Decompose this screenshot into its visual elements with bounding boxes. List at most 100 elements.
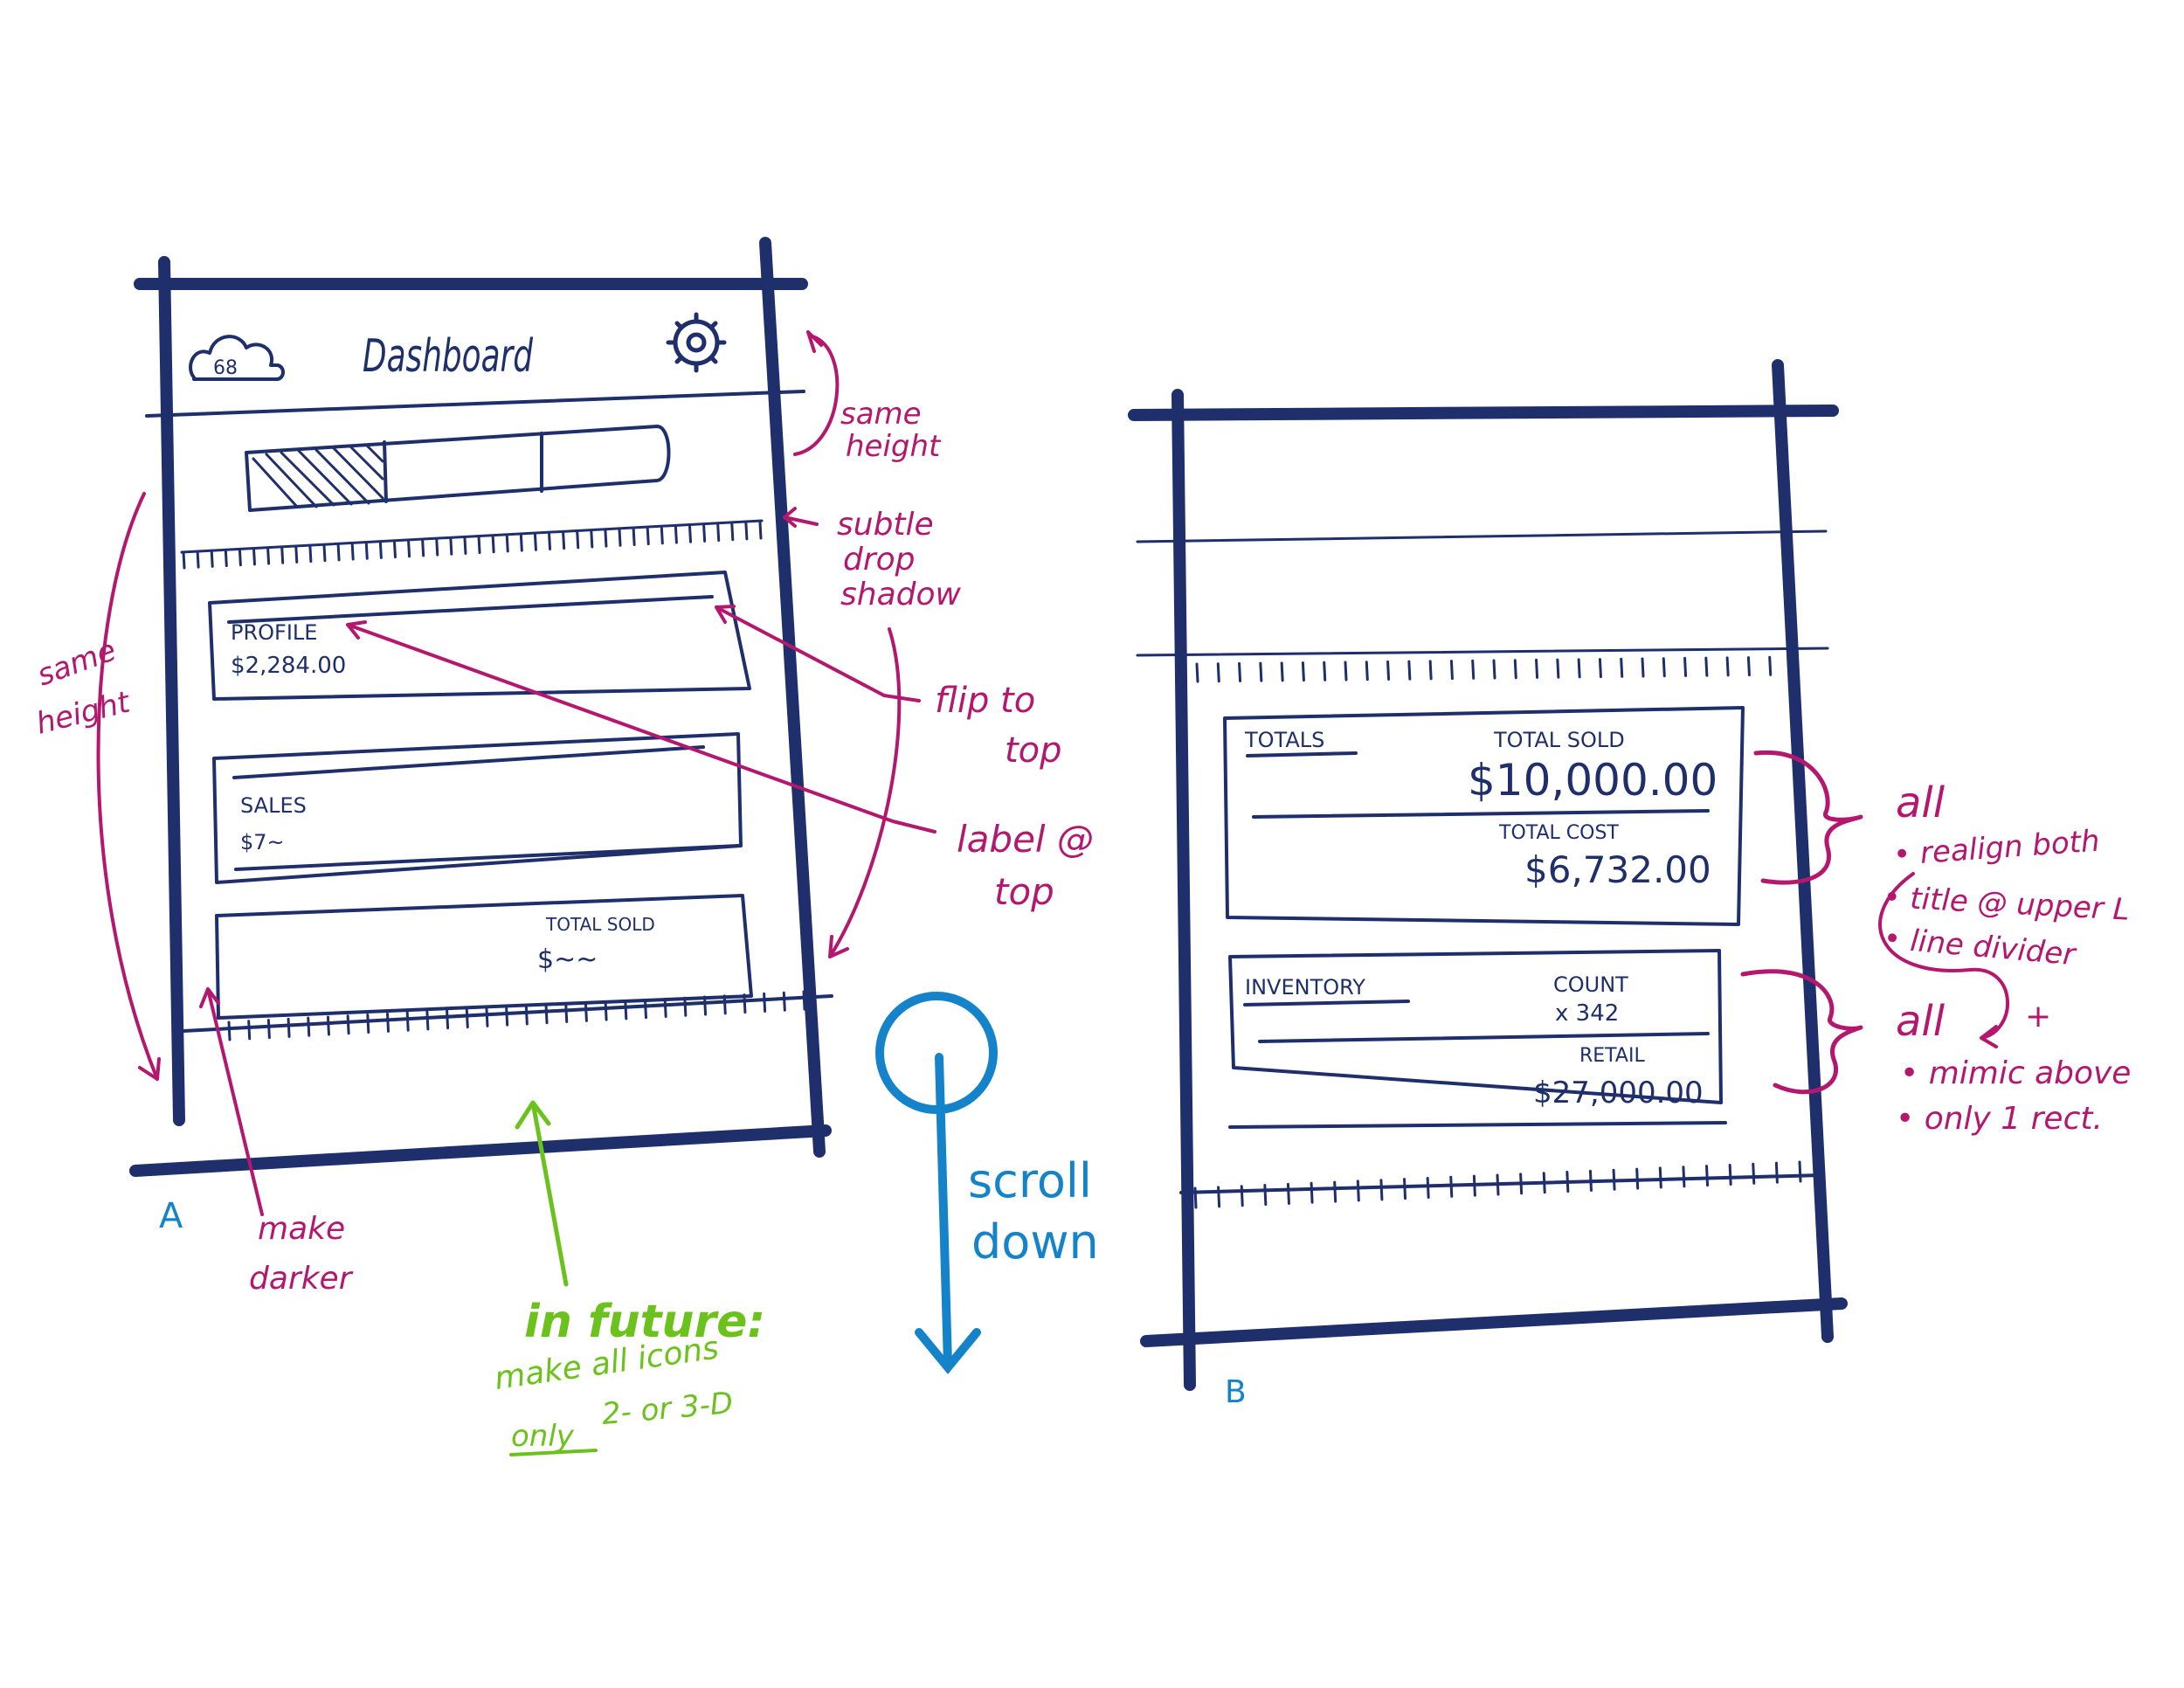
- gear-icon: [666, 312, 727, 373]
- count-value: x 342: [1555, 1000, 1619, 1027]
- segmented-progress-control: [245, 425, 671, 512]
- plus-text: +: [2025, 999, 2051, 1034]
- same-height-top-text-1: same: [840, 397, 922, 432]
- flip-to-top-arrow: [715, 605, 921, 702]
- shadow-tick: [1641, 657, 1645, 678]
- sales-value: $7~: [240, 830, 285, 854]
- phone-frame-b: [1128, 359, 1848, 1391]
- subtle-shadow-text-1: subtle: [837, 507, 934, 543]
- shadow-tick: [252, 547, 256, 566]
- shadow-ticks-a-bottom: [227, 990, 806, 1041]
- all-2-text: all: [1896, 997, 1946, 1046]
- shadow-tick: [1472, 1174, 1476, 1197]
- shadow-tick: [238, 548, 242, 567]
- control-divider-b: [1136, 647, 1829, 657]
- shadow-tick: [1556, 658, 1560, 679]
- total-sold-card: [215, 894, 753, 1020]
- same-height-left-text-2: height: [33, 684, 135, 741]
- count-label: COUNT: [1553, 972, 1628, 997]
- plus-loop-arrow: [1878, 872, 2009, 1048]
- header-divider-b: [1136, 529, 1828, 543]
- profile-value: $2,284.00: [231, 653, 346, 679]
- same-height-left-arrow: [96, 492, 161, 1081]
- shadow-tick: [632, 527, 636, 546]
- shadow-tick: [1588, 1169, 1593, 1192]
- same-height-top-arrow: [793, 330, 840, 456]
- shadow-tick: [227, 1020, 232, 1041]
- shadow-tick: [519, 533, 523, 552]
- shadow-tick: [364, 541, 369, 560]
- shadow-tick: [392, 540, 397, 559]
- shadow-tick: [1725, 656, 1730, 677]
- make-darker-text-2: darker: [249, 1261, 354, 1297]
- shadow-tick: [425, 1010, 430, 1031]
- shadow-tick: [407, 539, 411, 558]
- shadow-tick: [1682, 1166, 1686, 1188]
- shadow-tick: [1683, 656, 1688, 677]
- drop-shadow-top-a: [180, 519, 764, 554]
- shadow-tick: [716, 522, 721, 542]
- shadow-tick: [1492, 659, 1496, 680]
- shadow-tick: [378, 540, 383, 559]
- same-height-left-text-1: same: [32, 633, 121, 693]
- total-sold-label: TOTAL SOLD: [545, 914, 655, 935]
- shadow-tick: [477, 536, 481, 555]
- label-at-top-arrow: [346, 620, 936, 834]
- shadow-tick: [1635, 1167, 1640, 1190]
- shadow-tick: [576, 530, 580, 550]
- shadow-ticks-b-bottom: [1193, 1160, 1802, 1209]
- inventory-card: [1228, 949, 1727, 1129]
- shadow-tick: [336, 543, 341, 562]
- shadow-tick: [1728, 1163, 1732, 1186]
- shadow-tick: [758, 521, 763, 540]
- shadow-tick: [287, 1017, 291, 1038]
- dashboard-title: Dashboard: [363, 330, 534, 383]
- shadow-tick: [548, 531, 552, 550]
- shadow-tick: [544, 1004, 549, 1025]
- inventory-brace-icon: [1740, 969, 1863, 1095]
- shadow-tick: [1496, 1173, 1500, 1196]
- same-height-top-text-2: height: [846, 429, 942, 464]
- cloud-icon-text: 68: [213, 357, 238, 379]
- shadow-tick: [322, 543, 327, 563]
- shadow-tick: [1310, 1181, 1314, 1204]
- shadow-tick: [1344, 661, 1348, 681]
- shadow-tick: [1620, 657, 1624, 678]
- bullet-2-1: • mimic above: [1900, 1055, 2131, 1091]
- shadow-tick: [663, 997, 667, 1018]
- shadow-tick: [266, 546, 271, 565]
- shadow-tick: [1286, 1182, 1290, 1205]
- shadow-tick: [196, 550, 200, 569]
- shadow-tick: [604, 1000, 608, 1021]
- shadow-tick: [604, 529, 608, 548]
- shadow-tick: [1565, 1171, 1570, 1193]
- shadow-tick: [247, 1020, 252, 1041]
- shadow-tick: [524, 1005, 529, 1026]
- shadow-tick: [533, 532, 537, 551]
- shadow-tick: [405, 1011, 410, 1032]
- shadow-tick: [590, 529, 594, 549]
- shadow-tick: [386, 1012, 390, 1033]
- shadow-tick: [1407, 660, 1412, 681]
- profile-card: [208, 571, 751, 701]
- bullet-2-2: • only 1 rect.: [1896, 1101, 2103, 1137]
- shadow-tick: [1323, 661, 1327, 681]
- shadow-tick: [744, 522, 749, 541]
- scroll-text-1: scroll: [968, 1153, 1092, 1208]
- shadow-tick: [463, 536, 467, 555]
- bullet-1-1: • realign both: [1892, 824, 2101, 873]
- total-sold-value-b: $10,000.00: [1468, 755, 1717, 806]
- shadow-tick: [505, 534, 509, 553]
- label-at-top-text-2: top: [994, 870, 1054, 913]
- shadow-tick: [1379, 1179, 1384, 1201]
- shadow-tick: [491, 535, 495, 554]
- shadow-tick: [1449, 1175, 1454, 1198]
- sketch-a-label: A: [159, 1196, 183, 1236]
- shadow-tick: [1193, 1186, 1198, 1209]
- shadow-tick: [435, 537, 439, 557]
- retail-value: $27,000.00: [1533, 1076, 1704, 1110]
- shadow-tick: [346, 1014, 350, 1035]
- shadow-tick: [307, 1016, 311, 1037]
- shadow-tick: [308, 544, 313, 564]
- sales-card: [212, 732, 743, 884]
